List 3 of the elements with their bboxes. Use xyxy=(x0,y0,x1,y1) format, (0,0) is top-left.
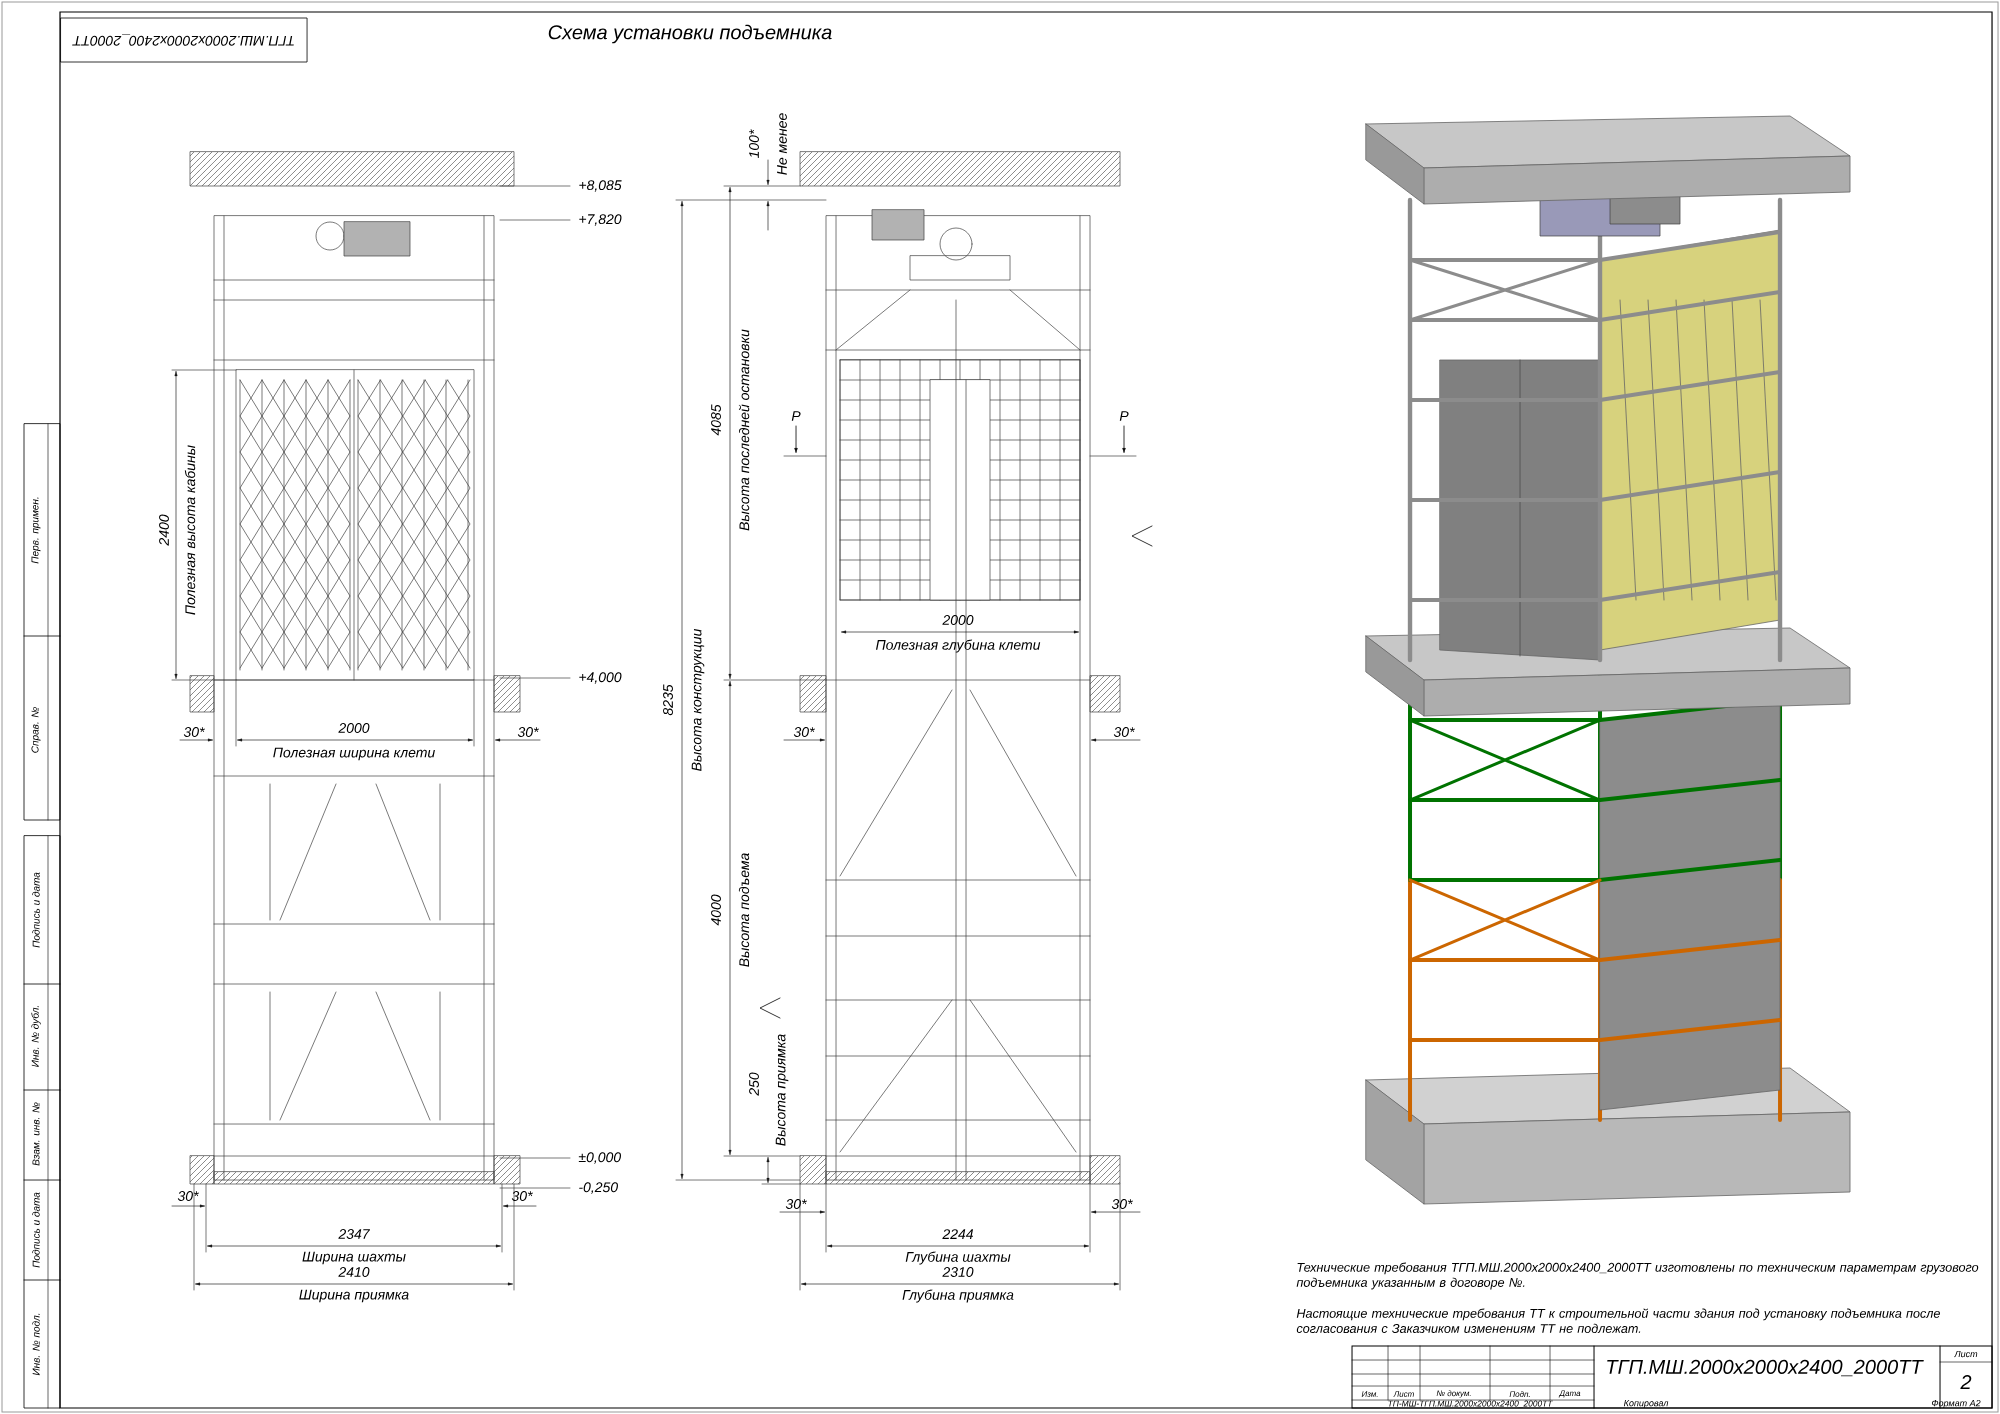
sheet-number: 2 xyxy=(1960,1375,1972,1389)
document-designation: ТГП.МШ.2000х2000х2400_2000ТТ xyxy=(1607,1359,1924,1377)
drawing-title: Схема установки подъемника xyxy=(548,24,832,44)
